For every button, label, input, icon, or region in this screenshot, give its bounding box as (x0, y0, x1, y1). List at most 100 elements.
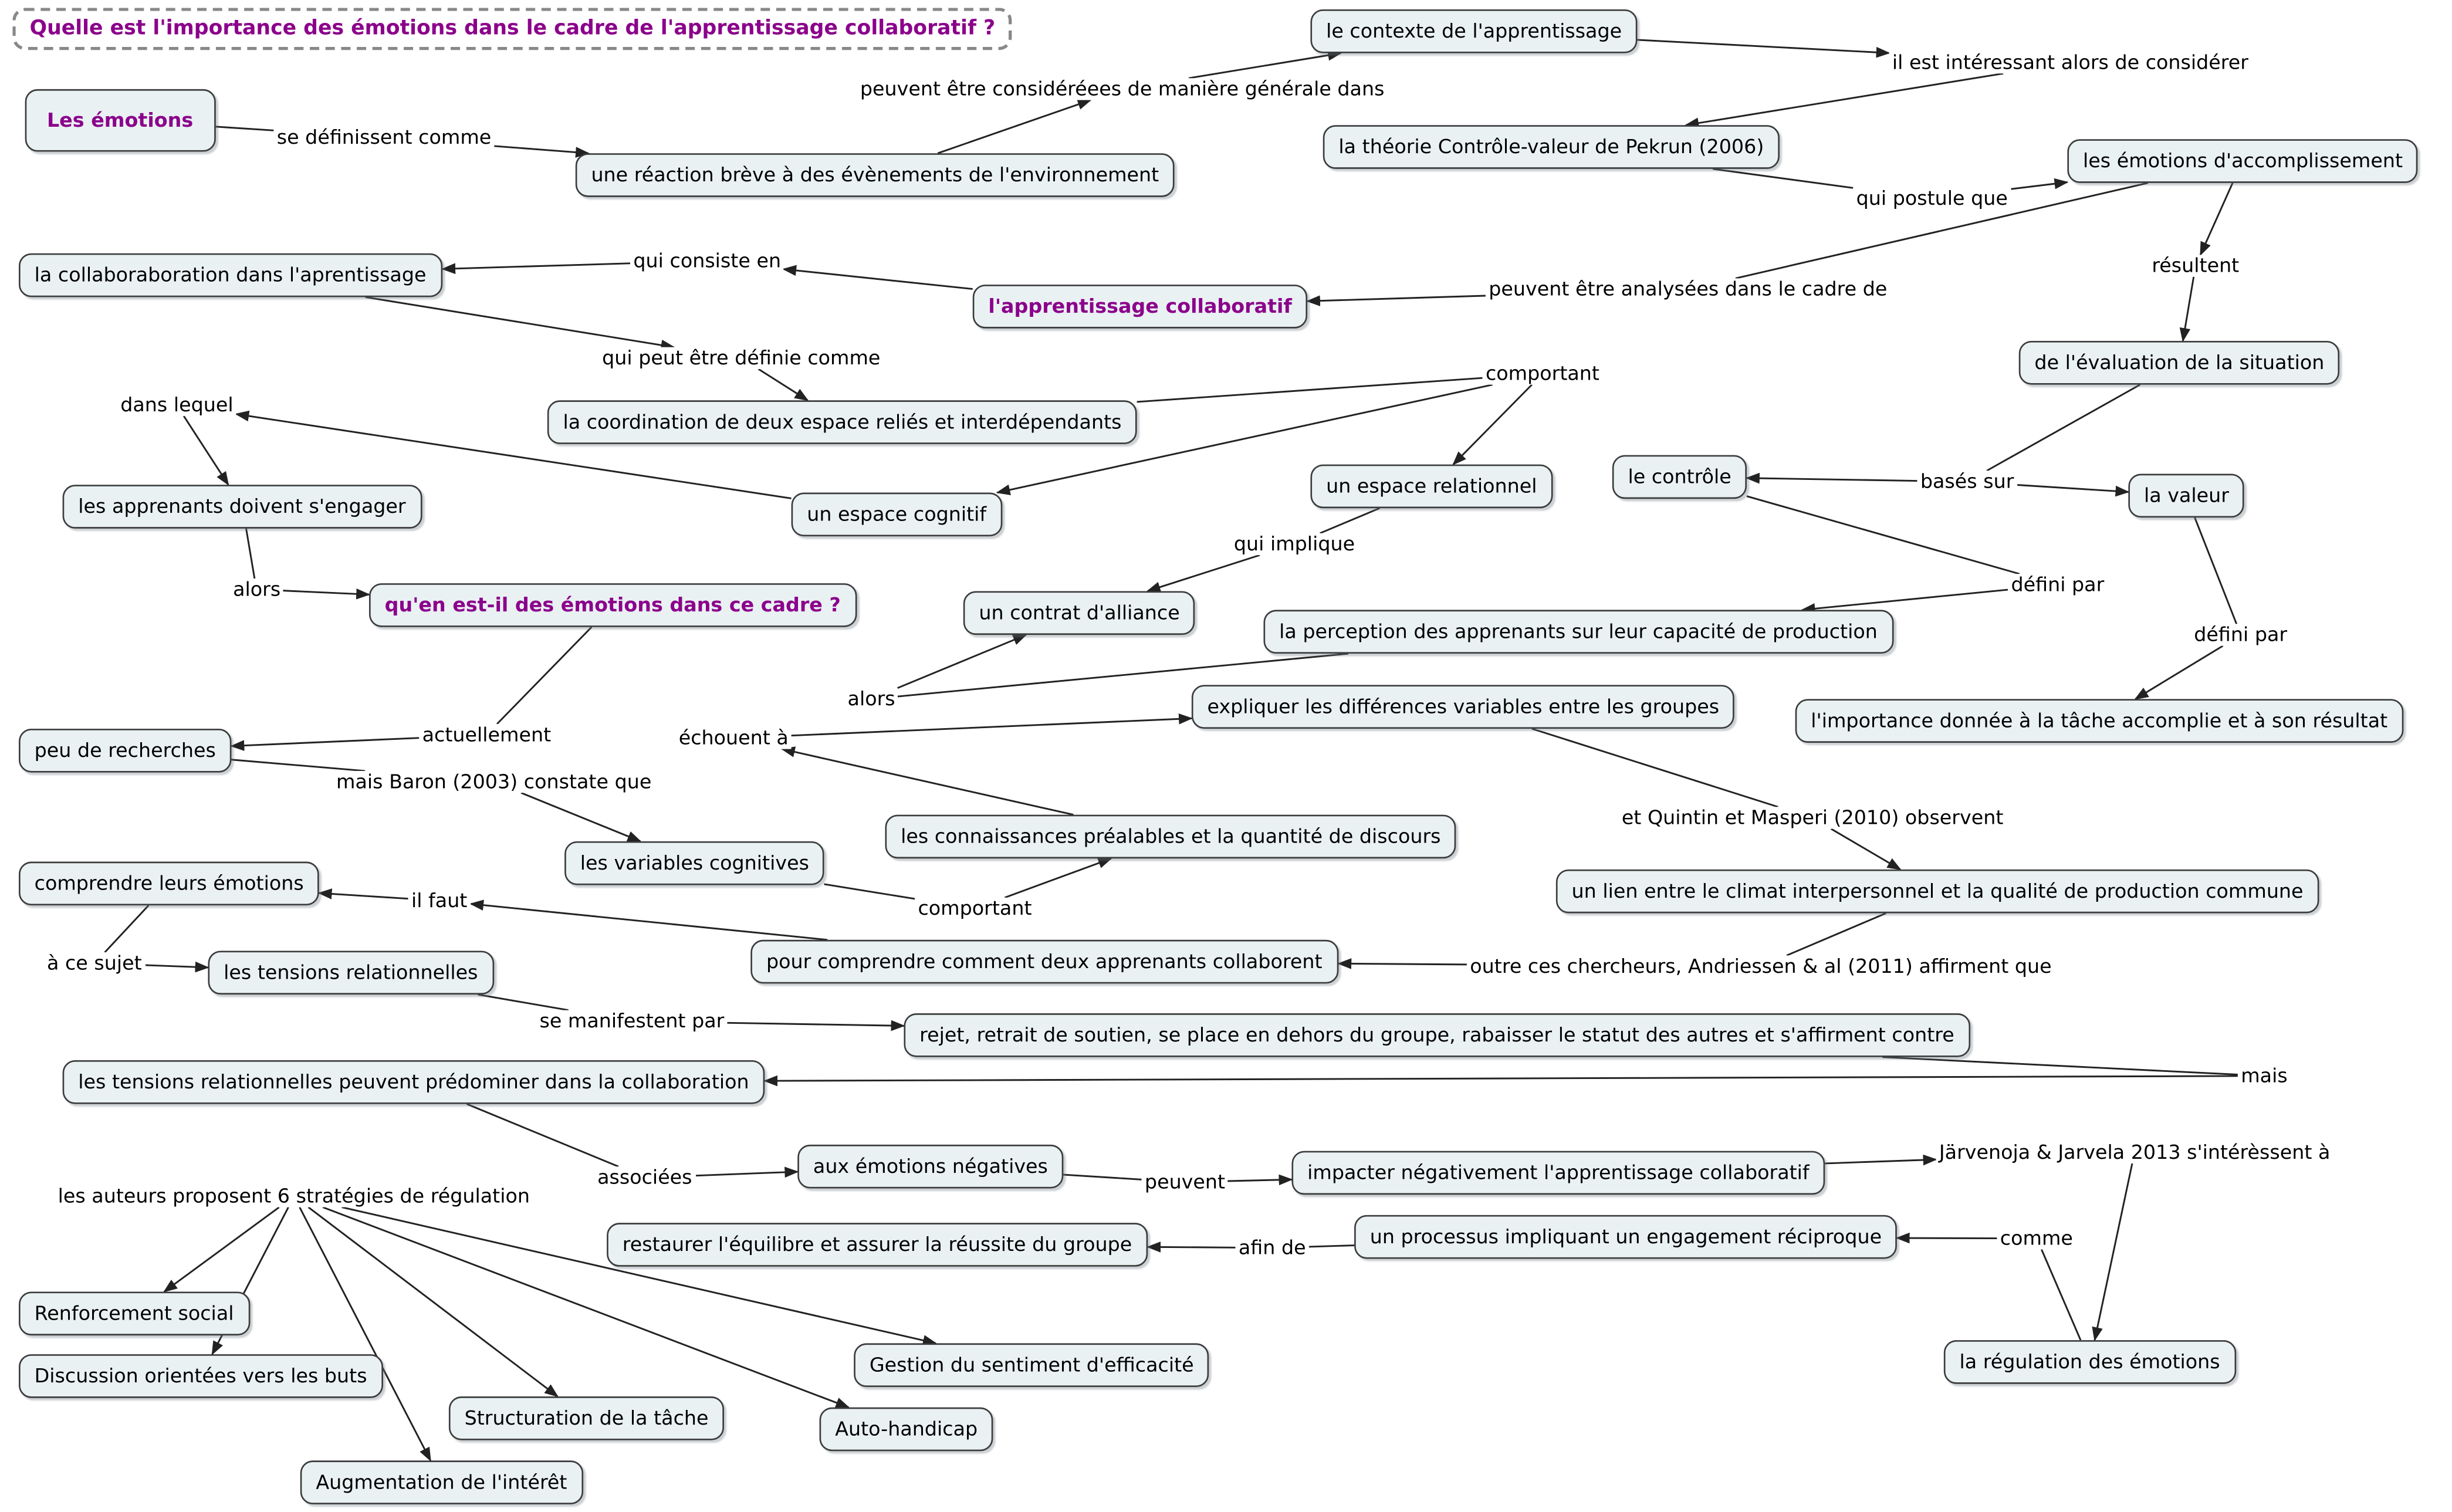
link-label-afin-de[interactable]: afin de (1235, 1236, 1309, 1260)
connection-line (1146, 554, 1260, 593)
node-tensions-relationnelles[interactable]: les tensions relationnelles (208, 951, 494, 995)
link-label-bases-sur[interactable]: basés sur (1917, 469, 2017, 493)
link-label-actuellement[interactable]: actuellement (419, 723, 554, 747)
node-emotions-negatives[interactable]: aux émotions négatives (797, 1144, 1064, 1188)
node-processus-engagement[interactable]: un processus impliquant un engagement ré… (1354, 1215, 1898, 1259)
connection-line (1004, 857, 1112, 899)
link-label-quintin-masperi-observent[interactable]: et Quintin et Masperi (2010) observent (1618, 806, 2007, 830)
link-label-andriessen-affirment[interactable]: outre ces chercheurs, Andriessen & al (2… (1466, 954, 2055, 978)
connection-line (695, 1166, 799, 1178)
node-renforcement-social[interactable]: Renforcement social (18, 1291, 250, 1335)
node-apprenants-engager[interactable]: les apprenants doivent s'engager (62, 485, 422, 528)
link-label-a-ce-sujet[interactable]: à ce sujet (43, 951, 145, 975)
connection-line (104, 905, 150, 953)
node-quen-est-il[interactable]: qu'en est-il des émotions dans ce cadre … (368, 583, 857, 627)
node-espace-cognitif[interactable]: un espace cognitif (791, 492, 1002, 536)
link-label-comme[interactable]: comme (1997, 1226, 2076, 1250)
connection-line (1337, 958, 1467, 969)
connection-line (478, 993, 569, 1012)
node-reaction-breve[interactable]: une réaction brève à des évènements de l… (575, 153, 1175, 197)
connection-line (782, 265, 973, 290)
node-collaboration-apprentissage[interactable]: la collaboraboration dans l'aprentissage (18, 253, 442, 297)
connection-line (2199, 182, 2234, 256)
node-variables-cognitives[interactable]: les variables cognitives (564, 841, 825, 885)
node-auto-handicap[interactable]: Auto-handicap (819, 1407, 993, 1451)
node-structuration-tache[interactable]: Structuration de la tâche (448, 1396, 725, 1440)
node-perception-apprenants[interactable]: la perception des apprenants sur leur ca… (1263, 610, 1893, 654)
link-label-alors-2[interactable]: alors (844, 686, 898, 711)
link-label-comportant-1[interactable]: comportant (1482, 361, 1603, 385)
link-label-jarvenoja-jarvela[interactable]: Järvenoja & Jarvela 2013 s'intérèssent à (1936, 1140, 2333, 1164)
connection-line (322, 1206, 850, 1409)
link-label-echouent-a[interactable]: échouent à (675, 726, 792, 750)
link-label-mais-baron-constate[interactable]: mais Baron (2003) constate que (333, 770, 655, 794)
connection-line (2041, 1249, 2082, 1341)
node-discussion-buts[interactable]: Discussion orientées vers les buts (18, 1354, 383, 1398)
link-label-comportant-2[interactable]: comportant (915, 896, 1035, 921)
node-apprentissage-collaboratif[interactable]: l'apprentissage collaboratif (972, 285, 1308, 328)
link-label-qui-peut-etre-definie-comme[interactable]: qui peut être définie comme (598, 346, 884, 370)
node-valeur[interactable]: la valeur (2128, 473, 2245, 517)
node-rejet-retrait[interactable]: rejet, retrait de soutien, se place en d… (904, 1013, 1970, 1057)
link-label-auteurs-proposent[interactable]: les auteurs proposent 6 stratégies de ré… (55, 1184, 533, 1208)
node-evaluation-situation[interactable]: de l'évaluation de la situation (2018, 341, 2341, 384)
link-label-associees[interactable]: associées (594, 1165, 695, 1189)
connection-line (182, 415, 229, 486)
link-label-defini-par-1[interactable]: défini par (2008, 573, 2108, 597)
link-label-peuvent-etre-analysees[interactable]: peuvent être analysées dans le cadre de (1485, 277, 1890, 301)
node-emotions-accomplissement[interactable]: les émotions d'accomplissement (2067, 139, 2419, 182)
node-contexte-apprentissage[interactable]: le contexte de l'apprentissage (1310, 9, 1638, 53)
focus-question[interactable]: Quelle est l'importance des émotions dan… (12, 8, 1013, 50)
node-coordination-espaces[interactable]: la coordination de deux espace reliés et… (547, 400, 1138, 444)
link-label-il-est-interessant[interactable]: il est intéressant alors de considérer (1889, 50, 2252, 75)
node-restaurer-equilibre[interactable]: restaurer l'équilibre et assurer la réus… (607, 1223, 1148, 1266)
connection-line (1063, 1173, 1142, 1180)
connection-line (2017, 484, 2130, 497)
node-importance-tache[interactable]: l'importance donnée à la tâche accomplie… (1795, 699, 2403, 742)
node-connaissances-prealables[interactable]: les connaissances préalables et la quant… (885, 814, 1457, 858)
link-label-qui-implique[interactable]: qui implique (1230, 532, 1358, 556)
link-label-resultent[interactable]: résultent (2148, 253, 2243, 278)
link-label-se-definissent-comme[interactable]: se définissent comme (273, 126, 495, 150)
node-lien-climat[interactable]: un lien entre le climat interpersonnel e… (1555, 869, 2319, 913)
node-regulation-emotions[interactable]: la régulation des émotions (1943, 1340, 2236, 1384)
link-label-mais[interactable]: mais (2237, 1064, 2291, 1088)
connection-line (283, 588, 371, 600)
connection-line (1712, 168, 1854, 189)
connection-line (2092, 1163, 2133, 1342)
link-label-peuvent-etre-considerees[interactable]: peuvent être considéréees de manière gén… (857, 77, 1388, 101)
link-label-dans-lequel[interactable]: dans lequel (117, 393, 236, 417)
node-comprendre-emotions[interactable]: comprendre leurs émotions (18, 861, 320, 905)
node-theorie-pekrun[interactable]: la théorie Contrôle-valeur de Pekrun (20… (1323, 125, 1780, 168)
connection-line (1895, 1232, 1997, 1244)
link-label-qui-postule-que[interactable]: qui postule que (1853, 186, 2011, 211)
node-gestion-efficacite[interactable]: Gestion du sentiment d'efficacité (854, 1343, 1210, 1387)
link-label-defini-par-2[interactable]: défini par (2190, 623, 2291, 647)
link-label-alors-1[interactable]: alors (229, 577, 284, 601)
node-espace-relationnel[interactable]: un espace relationnel (1310, 464, 1553, 508)
connection-line (1227, 1174, 1293, 1186)
connection-line (1882, 1056, 2238, 1075)
connection-line (1306, 295, 1486, 306)
node-les-emotions[interactable]: Les émotions (25, 89, 215, 151)
connection-line (1986, 384, 2141, 472)
connection-line (2134, 645, 2224, 700)
node-peu-recherches[interactable]: peu de recherches (18, 728, 232, 772)
node-expliquer-differences[interactable]: expliquer les différences variables entr… (1191, 685, 1735, 728)
connection-line (466, 1103, 619, 1168)
link-label-il-faut[interactable]: il faut (408, 888, 471, 912)
link-label-peuvent[interactable]: peuvent (1141, 1170, 1229, 1194)
node-tensions-predominer[interactable]: les tensions relationnelles peuvent préd… (62, 1060, 765, 1104)
connection-line (215, 126, 274, 131)
link-label-qui-consiste-en[interactable]: qui consiste en (630, 249, 784, 273)
node-contrat-alliance[interactable]: un contrat d'alliance (963, 591, 1196, 635)
connection-line (2194, 517, 2238, 624)
node-pour-comprendre[interactable]: pour comprendre comment deux apprenants … (750, 939, 1338, 983)
connection-line (2179, 276, 2195, 343)
node-impacter-negativement[interactable]: impacter négativement l'apprentissage co… (1291, 1151, 1825, 1195)
node-augmentation-interet[interactable]: Augmentation de l'intérêt (300, 1460, 583, 1504)
link-label-se-manifestent-par[interactable]: se manifestent par (536, 1009, 728, 1033)
node-controle[interactable]: le contrôle (1612, 455, 1747, 499)
connection-line (1801, 588, 2008, 614)
